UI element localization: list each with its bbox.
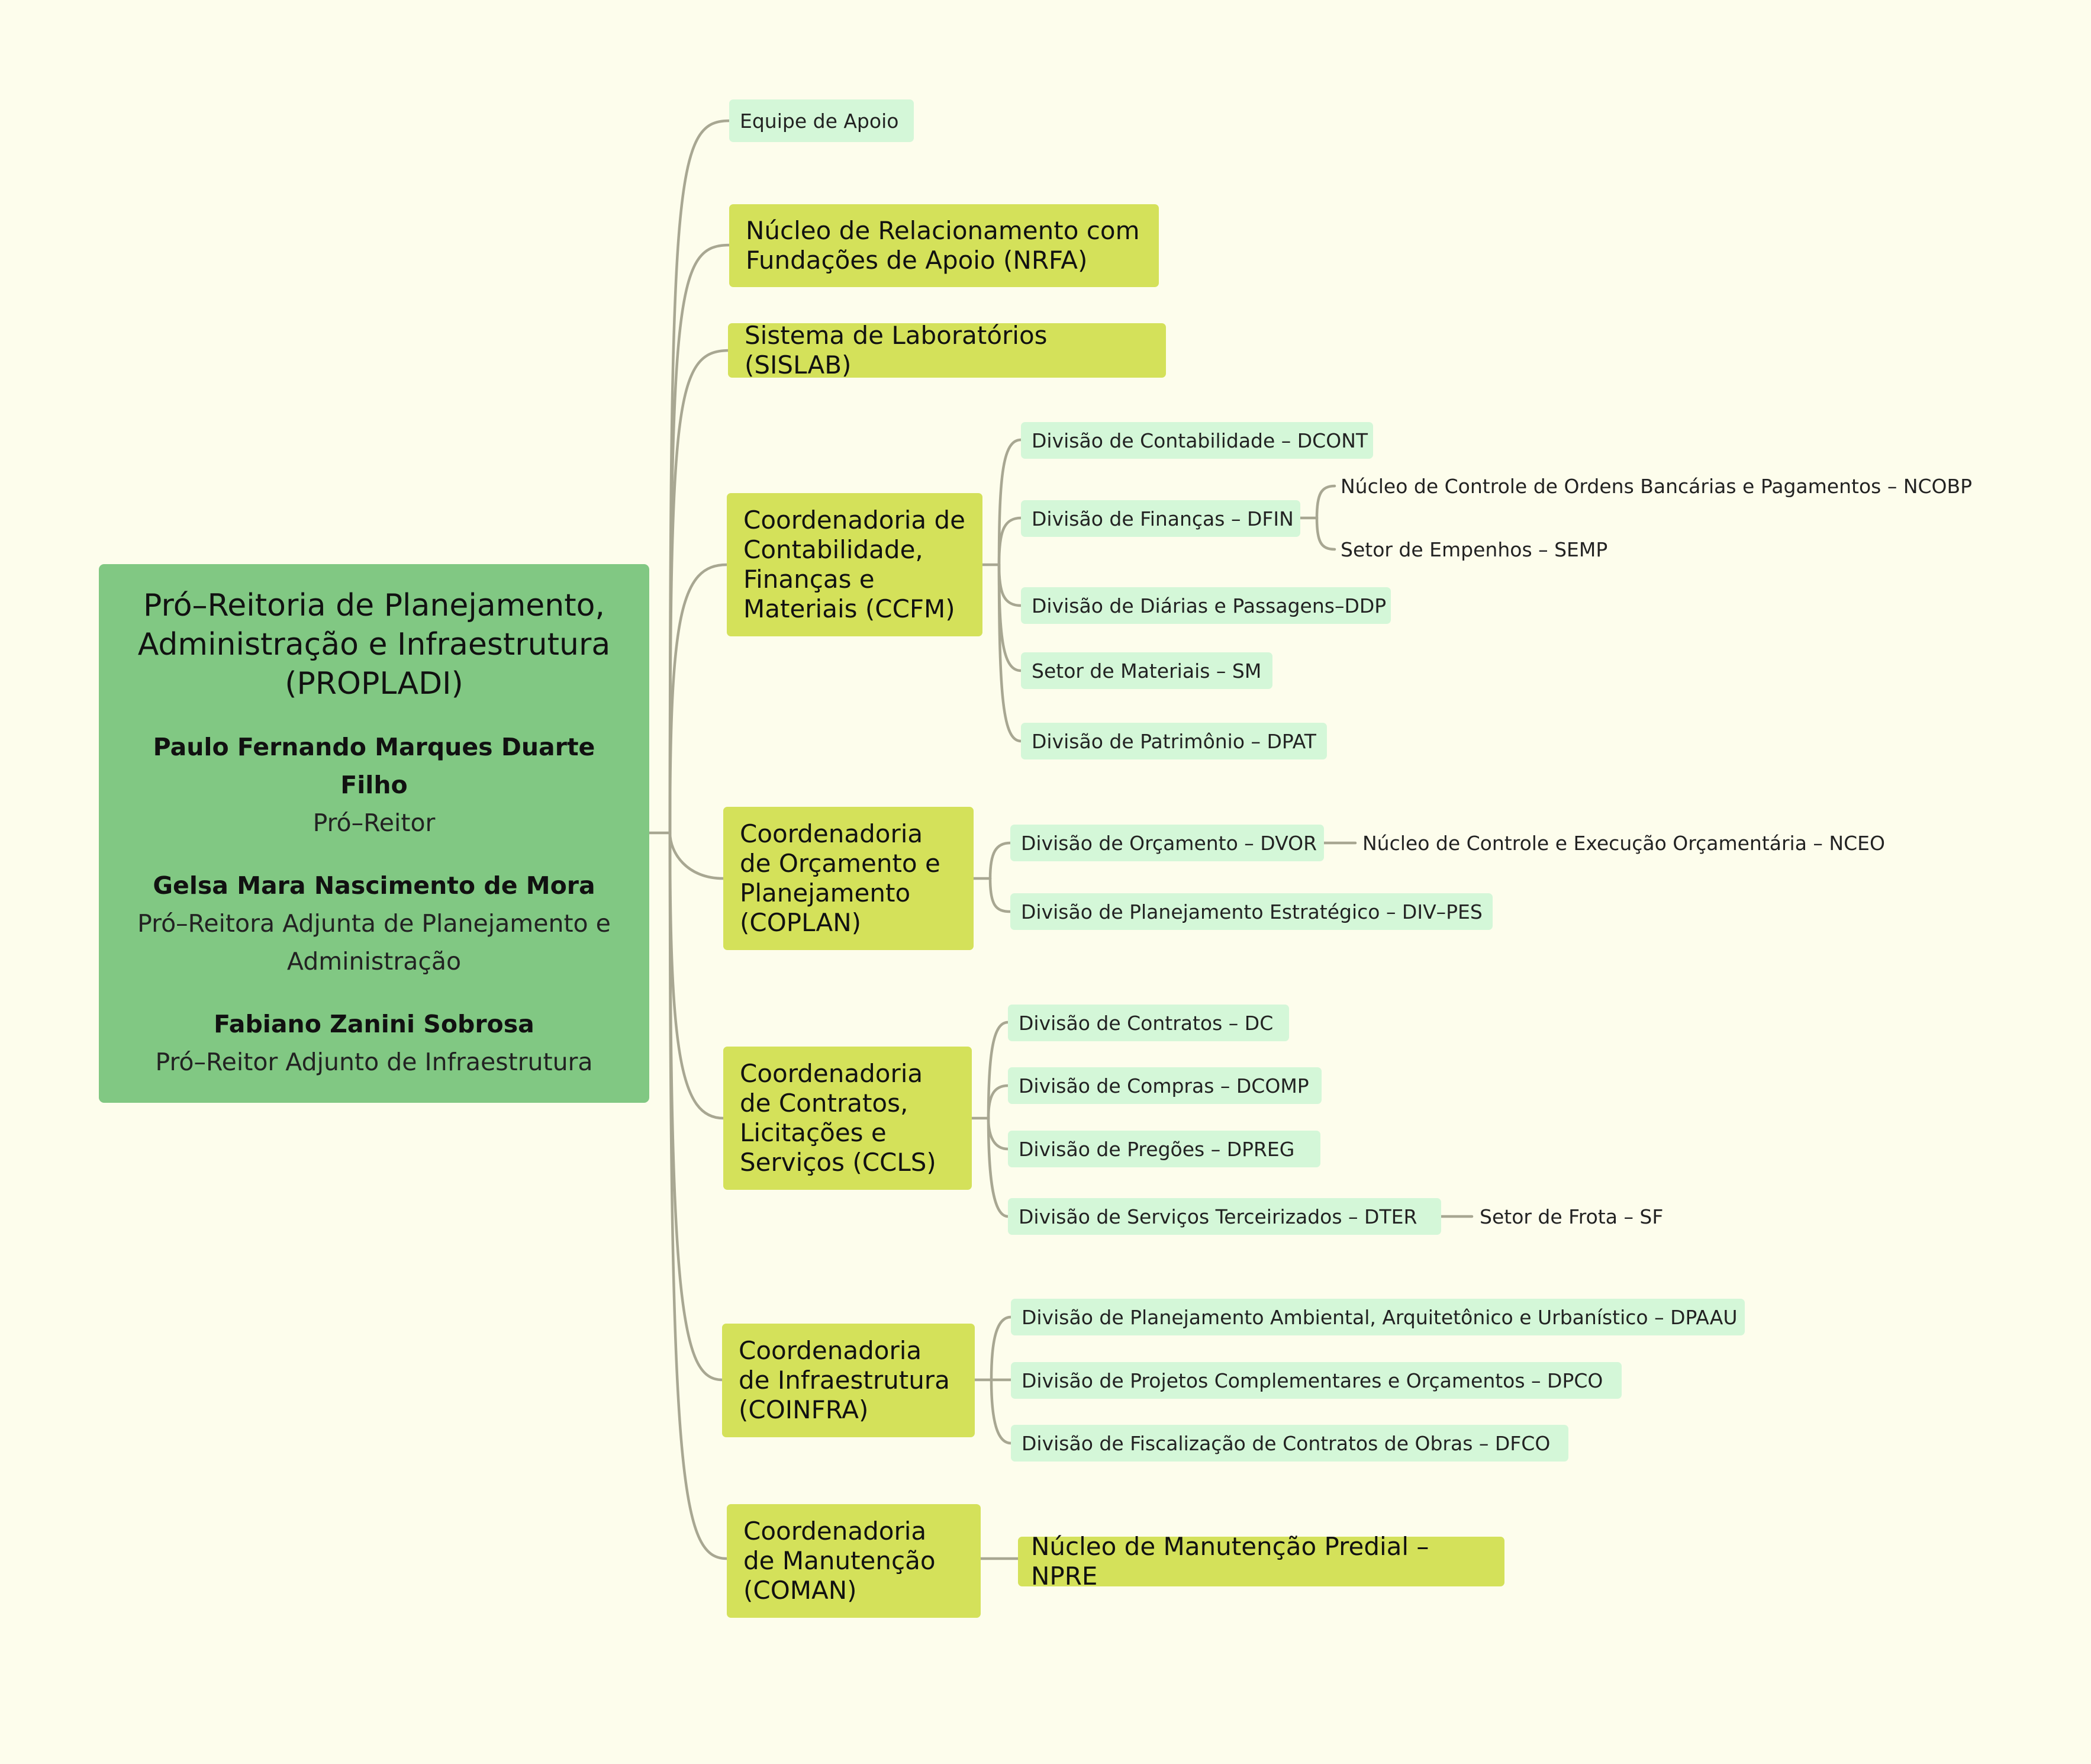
node-ncobp[interactable]: Núcleo de Controle de Ordens Bancárias e… (1341, 474, 1973, 498)
edge-dcomp (987, 1084, 1010, 1120)
person-name: Gelsa Mara Nascimento de Mora (153, 871, 595, 900)
edge-coman (668, 831, 729, 1560)
node-npre[interactable]: Núcleo de Manutenção Predial – NPRE (1018, 1532, 1504, 1591)
edge-dfco (990, 1378, 1013, 1445)
edge-ccfm (668, 563, 729, 835)
edge-ncobp (1315, 484, 1336, 520)
edge-nrfa (668, 243, 731, 835)
node-coplan[interactable]: Coordenadoria de Orçamento e Planejament… (723, 807, 974, 950)
person-3: Fabiano Zanini Sobrosa Pró–Reitor Adjunt… (155, 1005, 592, 1081)
person-2: Gelsa Mara Nascimento de Mora Pró–Reitor… (117, 867, 632, 980)
node-equipe-apoio[interactable]: Equipe de Apoio (729, 99, 914, 142)
node-dter[interactable]: Divisão de Serviços Terceirizados – DTER (1008, 1198, 1441, 1235)
person-role: Pró–Reitor (312, 809, 436, 837)
edge-dpaau (990, 1315, 1013, 1382)
edge-dpreg (987, 1116, 1010, 1151)
edge-dvor (988, 841, 1012, 880)
node-sislab[interactable]: Sistema de Laboratórios (SISLAB) (728, 321, 1166, 379)
edge-semp (1315, 516, 1336, 551)
edge-coplan (668, 831, 725, 880)
edge-ccls (668, 831, 725, 1120)
person-role: Pró–Reitor Adjunto de Infraestrutura (155, 1048, 593, 1076)
node-coman[interactable]: Coordenadoria de Manutenção (COMAN) (727, 1504, 981, 1618)
node-nceo[interactable]: Núcleo de Controle e Execução Orçamentár… (1362, 831, 1885, 855)
node-dfco[interactable]: Divisão de Fiscalização de Contratos de … (1011, 1425, 1568, 1462)
node-dvor[interactable]: Divisão de Orçamento – DVOR (1010, 825, 1324, 861)
edge-dter (987, 1116, 1010, 1218)
edge-dfin (997, 516, 1023, 566)
node-ccls[interactable]: Coordenadoria de Contratos, Licitações e… (723, 1047, 972, 1190)
edge-sm (997, 563, 1023, 672)
node-divpes[interactable]: Divisão de Planejamento Estratégico – DI… (1010, 893, 1493, 930)
node-dcont[interactable]: Divisão de Contabilidade – DCONT (1021, 422, 1373, 459)
edge-divpes (988, 877, 1012, 913)
node-coinfra[interactable]: Coordenadoria de Infraestrutura (COINFRA… (722, 1324, 975, 1437)
person-1: Paulo Fernando Marques Duarte Filho Pró–… (117, 728, 632, 842)
node-sf[interactable]: Setor de Frota – SF (1480, 1205, 1664, 1228)
root-node[interactable]: Pró–Reitoria de Planejamento, Administra… (99, 564, 649, 1103)
person-name: Fabiano Zanini Sobrosa (214, 1010, 534, 1038)
node-dcomp[interactable]: Divisão de Compras – DCOMP (1008, 1067, 1322, 1104)
node-nrfa[interactable]: Núcleo de Relacionamento com Fundações d… (729, 204, 1159, 287)
edge-coinfra (668, 831, 724, 1382)
node-dc[interactable]: Divisão de Contratos – DC (1008, 1005, 1289, 1041)
person-name: Paulo Fernando Marques Duarte Filho (153, 733, 595, 799)
node-ccfm[interactable]: Coordenadoria de Contabilidade, Finanças… (727, 493, 982, 636)
root-title: Pró–Reitoria de Planejamento, Administra… (137, 588, 611, 701)
edge-dpat (997, 563, 1023, 743)
node-semp[interactable]: Setor de Empenhos – SEMP (1341, 537, 1608, 561)
node-dfin[interactable]: Divisão de Finanças – DFIN (1021, 500, 1300, 537)
edge-apoio (668, 119, 731, 835)
person-role: Pró–Reitora Adjunta de Planejamento e Ad… (137, 909, 611, 976)
edge-dcont (997, 438, 1023, 566)
edge-sislab (668, 349, 731, 835)
node-dpat[interactable]: Divisão de Patrimônio – DPAT (1021, 723, 1327, 759)
node-sm[interactable]: Setor de Materiais – SM (1021, 652, 1272, 689)
node-dpco[interactable]: Divisão de Projetos Complementares e Orç… (1011, 1362, 1622, 1399)
node-dpaau[interactable]: Divisão de Planejamento Ambiental, Arqui… (1011, 1299, 1745, 1335)
node-dpreg[interactable]: Divisão de Pregões – DPREG (1008, 1131, 1320, 1167)
edge-dc (987, 1021, 1010, 1120)
node-ddp[interactable]: Divisão de Diárias e Passagens–DDP (1021, 587, 1391, 624)
edge-ddp (997, 563, 1023, 607)
